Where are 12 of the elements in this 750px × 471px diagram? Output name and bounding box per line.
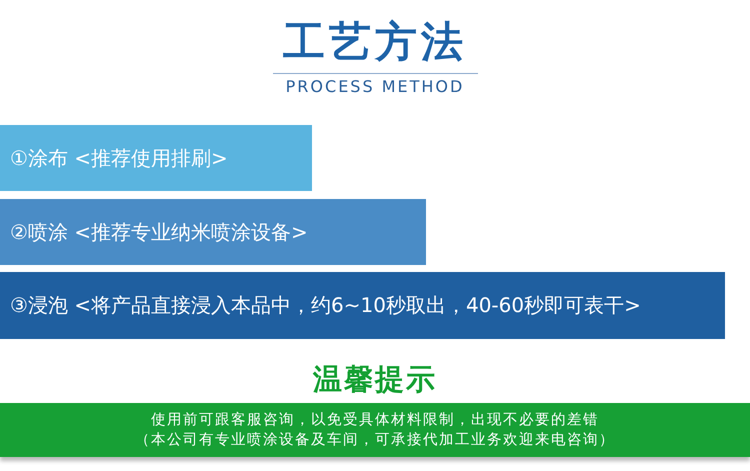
title: 工艺方法 <box>282 16 468 68</box>
notice-text: （本公司有专业喷涂设备及车间，可承接代加工业务欢迎来电咨询） <box>135 430 615 450</box>
notice-text: 使用前可跟客服咨询，以免受具体材料限制，出现不必要的差错 <box>151 410 599 430</box>
heading: 温馨提示 <box>312 361 438 398</box>
step-bar <box>0 272 725 339</box>
step-text: ②喷涂 <推荐专业纳米喷涂设备> <box>10 218 308 246</box>
step-text: ③浸泡 <将产品直接浸入本品中，约6~10秒取出，40-60秒即可表干> <box>10 292 641 319</box>
subtitle: PROCESS METHOD <box>284 77 466 96</box>
notice-banner <box>0 403 750 457</box>
step-bar <box>0 125 312 191</box>
step-text: ①涂布 <推荐使用排刷> <box>10 144 228 172</box>
step-bar <box>0 199 426 265</box>
